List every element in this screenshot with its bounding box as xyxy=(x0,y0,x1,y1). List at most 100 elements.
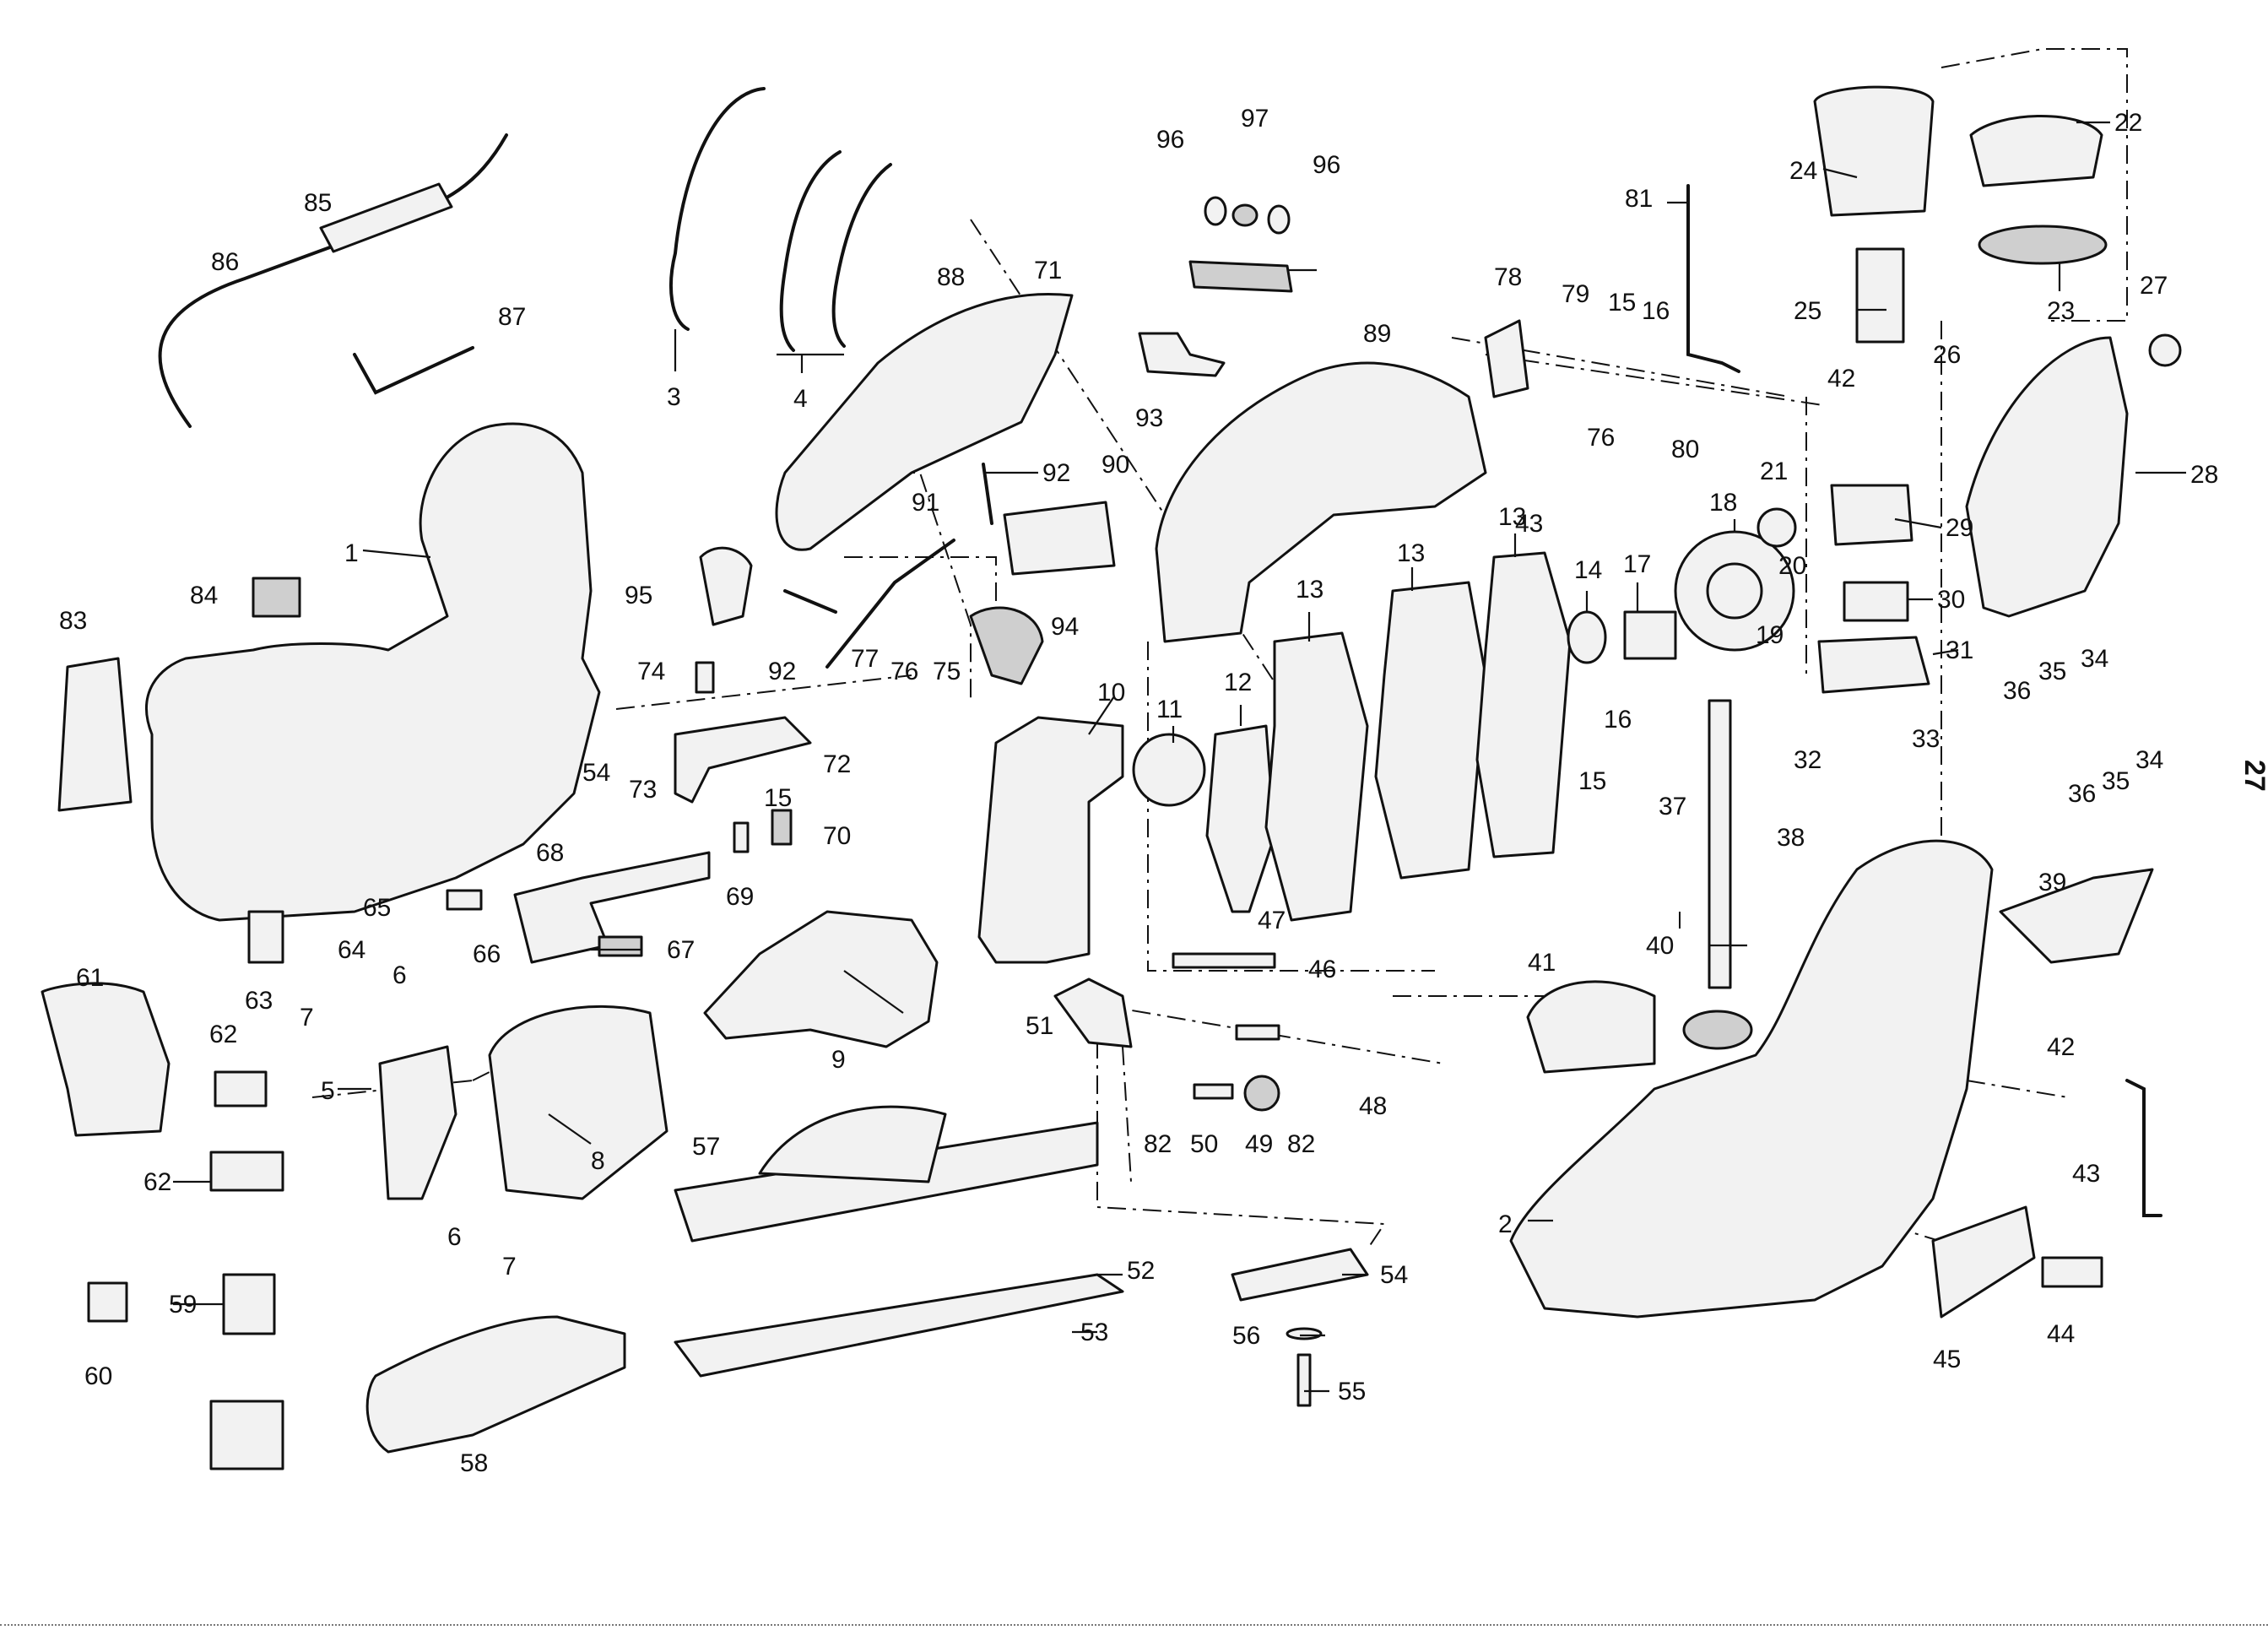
callout-61: 61 xyxy=(76,964,104,992)
callout-72: 72 xyxy=(823,750,851,778)
callout-14: 14 xyxy=(1574,556,1602,584)
blade-clamp-knob xyxy=(1969,115,2103,187)
callout-62b: 62 xyxy=(143,1168,171,1196)
callout-15a: 15 xyxy=(764,784,792,812)
bottom-dotted-rule xyxy=(0,1624,2268,1626)
spring-92b xyxy=(982,463,993,525)
callout-90: 90 xyxy=(1102,451,1129,479)
callout-66: 66 xyxy=(473,940,501,968)
callout-44: 44 xyxy=(2047,1320,2075,1348)
callout-7a: 7 xyxy=(300,1004,314,1032)
switch-button xyxy=(252,577,301,618)
callout-92b: 92 xyxy=(768,658,796,685)
callout-46: 46 xyxy=(1308,956,1336,983)
leader-lines xyxy=(173,121,2186,1393)
callout-28: 28 xyxy=(2190,461,2218,489)
callout-7b: 7 xyxy=(502,1253,517,1281)
callout-71: 71 xyxy=(1034,257,1062,284)
callout-36b: 36 xyxy=(2068,780,2096,808)
callout-36a: 36 xyxy=(2003,677,2031,705)
callout-63: 63 xyxy=(245,987,273,1015)
plunger-base xyxy=(1682,1010,1753,1050)
parts-layer xyxy=(41,85,2182,1470)
top-guard xyxy=(1155,361,1487,643)
callout-68: 68 xyxy=(536,839,564,867)
dust-cap xyxy=(1526,980,1656,1074)
callout-97: 97 xyxy=(1241,105,1269,133)
callout-24: 24 xyxy=(1789,157,1817,185)
callout-76b: 76 xyxy=(1587,424,1615,452)
callout-10: 10 xyxy=(1097,679,1125,707)
callout-85: 85 xyxy=(304,189,332,217)
callout-62a: 62 xyxy=(209,1021,237,1048)
callout-77: 77 xyxy=(851,645,879,673)
handle-cover xyxy=(775,292,1074,551)
housing-right-half xyxy=(1509,839,1994,1319)
bracket xyxy=(1003,501,1116,576)
callout-13b: 13 xyxy=(1397,539,1425,567)
power-cord xyxy=(158,133,508,428)
callout-6b: 6 xyxy=(447,1223,462,1251)
spring-70 xyxy=(771,809,793,846)
bushing xyxy=(1623,610,1677,660)
callout-82a: 82 xyxy=(1144,1130,1172,1158)
hook-43 xyxy=(2125,1079,2162,1217)
roller-49 xyxy=(1243,1075,1280,1112)
clamp-sleeve xyxy=(1813,85,1935,217)
callout-34a: 34 xyxy=(2081,645,2108,673)
callout-48: 48 xyxy=(1359,1092,1387,1120)
counterweight-13a xyxy=(1264,631,1369,922)
callout-47: 47 xyxy=(1258,907,1286,934)
callout-35b: 35 xyxy=(2102,767,2130,795)
gear-hub xyxy=(1706,562,1763,620)
callout-30: 30 xyxy=(1937,586,1965,614)
knob-44 xyxy=(2041,1256,2103,1288)
callout-3: 3 xyxy=(667,383,681,411)
callout-89: 89 xyxy=(1363,320,1391,348)
callout-38: 38 xyxy=(1777,824,1805,852)
chip-deflector xyxy=(1999,868,2154,964)
base-shoe xyxy=(758,1105,947,1183)
callout-84: 84 xyxy=(190,582,218,609)
slider-block xyxy=(1188,260,1293,293)
callout-15c: 15 xyxy=(1578,767,1606,795)
callout-23: 23 xyxy=(2047,297,2075,325)
callout-16a: 16 xyxy=(1642,297,1670,325)
callout-8: 8 xyxy=(591,1147,605,1175)
washer-11 xyxy=(1132,733,1206,807)
callout-31: 31 xyxy=(1946,636,1973,664)
callout-78: 78 xyxy=(1494,263,1522,291)
callout-5: 5 xyxy=(321,1077,335,1105)
nameplate xyxy=(57,657,133,812)
callout-9: 9 xyxy=(831,1046,846,1074)
clip xyxy=(1138,332,1226,377)
o-ring xyxy=(1567,610,1607,664)
base-plate xyxy=(674,1121,1099,1243)
callout-22: 22 xyxy=(2114,109,2142,137)
callout-27: 27 xyxy=(2140,272,2168,300)
callout-82b: 82 xyxy=(1287,1130,1315,1158)
guide-29 xyxy=(1830,484,1913,546)
bearing xyxy=(1756,507,1797,548)
counterweight-13b xyxy=(1374,581,1487,880)
callout-88: 88 xyxy=(937,263,965,291)
callout-91: 91 xyxy=(912,489,939,517)
cover-plate xyxy=(1931,1205,2036,1319)
callout-16b: 16 xyxy=(1604,706,1632,734)
callout-43b: 43 xyxy=(2072,1160,2100,1188)
brush-holder xyxy=(378,1045,457,1200)
callout-59: 59 xyxy=(169,1291,197,1319)
callout-2: 2 xyxy=(1498,1210,1513,1238)
callout-43a: 43 xyxy=(1515,510,1543,538)
roller-support xyxy=(1817,636,1930,694)
callout-49: 49 xyxy=(1245,1130,1273,1158)
callout-74: 74 xyxy=(637,658,665,685)
callout-4: 4 xyxy=(793,385,808,413)
micro-switch-62a xyxy=(214,1070,268,1107)
callout-67: 67 xyxy=(667,936,695,964)
extraction-adapter xyxy=(365,1315,626,1454)
callout-40: 40 xyxy=(1646,932,1674,960)
callout-51: 51 xyxy=(1026,1012,1053,1040)
callout-56: 56 xyxy=(1232,1322,1260,1350)
